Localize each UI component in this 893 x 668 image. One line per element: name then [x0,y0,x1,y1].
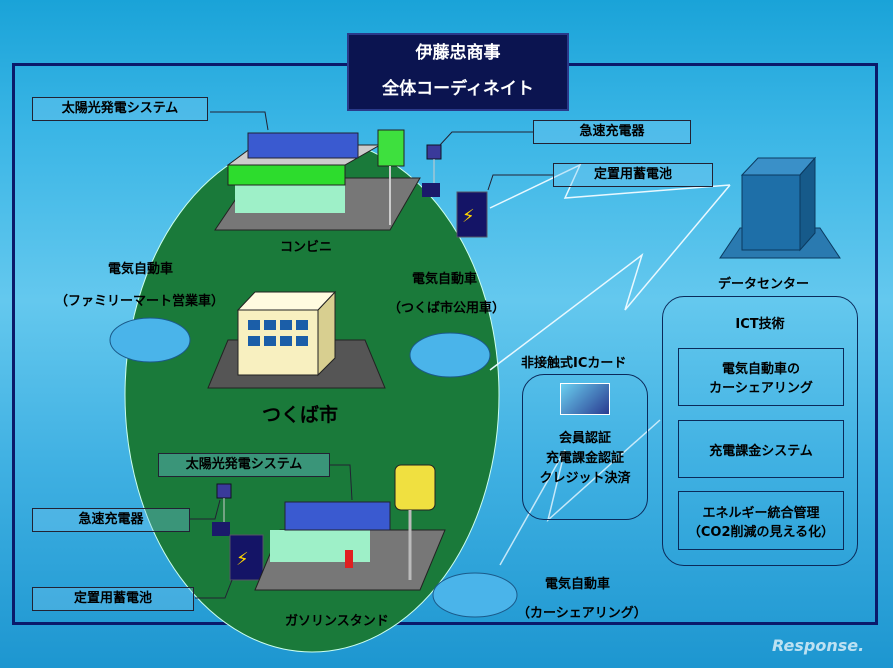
ict-item-carsharing: 電気自動車の カーシェアリング [678,348,844,406]
quick-charger-label-top: 急速充電器 [533,120,691,144]
ict-item-line: 充電課金システム [709,443,813,459]
ic-card-line: 会員認証 [558,431,611,446]
battery-label-top: 定置用蓄電池 [553,163,713,187]
ev-familymart-sublabel: （ファミリーマート営業車） [55,294,225,309]
convenience-store-icon [214,129,421,231]
gas-station-icon [254,464,446,591]
ict-box: ICT技術 [662,296,858,566]
car-icon [109,317,518,618]
quick-charger-label-bottom: 急速充電器 [32,508,190,532]
ict-item-line: エネルギー統合管理 [702,505,820,521]
wireless-link [489,184,731,371]
ict-item-line: （CO2削減の見える化） [687,524,835,540]
convenience-store-label: コンビニ [280,240,333,255]
coordinator-title: 伊藤忠商事 全体コーディネイト [347,33,569,111]
ict-item-energy: エネルギー統合管理 （CO2削減の見える化） [678,491,844,550]
battery-icon [229,534,264,581]
ev-carshare-label: 電気自動車 [545,577,611,592]
ict-item-line: カーシェアリング [709,381,813,396]
solar-label-top: 太陽光発電システム [32,97,208,121]
battery-icon [456,191,488,238]
ict-item-billing: 充電課金システム [678,420,844,478]
title-line-1: 伊藤忠商事 [415,43,501,63]
data-center-label: データセンター [718,277,810,292]
quick-charger-icon [426,144,442,160]
city-hall-icon [207,290,386,389]
city-label: つくば市 [262,404,339,426]
ev-tsukuba-label: 電気自動車 [412,272,478,287]
ic-card-icon [560,383,610,415]
solar-label-bottom: 太陽光発電システム [158,453,330,477]
ic-card-title: 非接触式ICカード [521,356,627,371]
wireless-link [489,163,731,209]
svg-text:⚡: ⚡ [236,549,249,570]
ev-familymart-label: 電気自動車 [108,262,174,277]
gas-station-label: ガソリンスタンド [285,614,389,629]
data-center-icon [719,156,841,259]
ic-card-box: 会員認証 充電課金認証 クレジット決済 [522,374,648,520]
ev-carshare-sublabel: （カーシェアリング） [517,606,647,621]
ev-tsukuba-sublabel: （つくば市公用車） [388,301,506,316]
quick-charger-icon [216,483,232,499]
ic-card-line: クレジット決済 [539,471,631,486]
ic-card-line: 充電課金認証 [545,451,624,466]
ict-item-line: 電気自動車の [721,362,800,377]
title-line-2: 全体コーディネイト [382,79,534,99]
battery-label-bottom: 定置用蓄電池 [32,587,194,611]
response-watermark: Response. [772,636,865,655]
ict-title: ICT技術 [735,317,785,332]
svg-text:⚡: ⚡ [462,206,475,227]
